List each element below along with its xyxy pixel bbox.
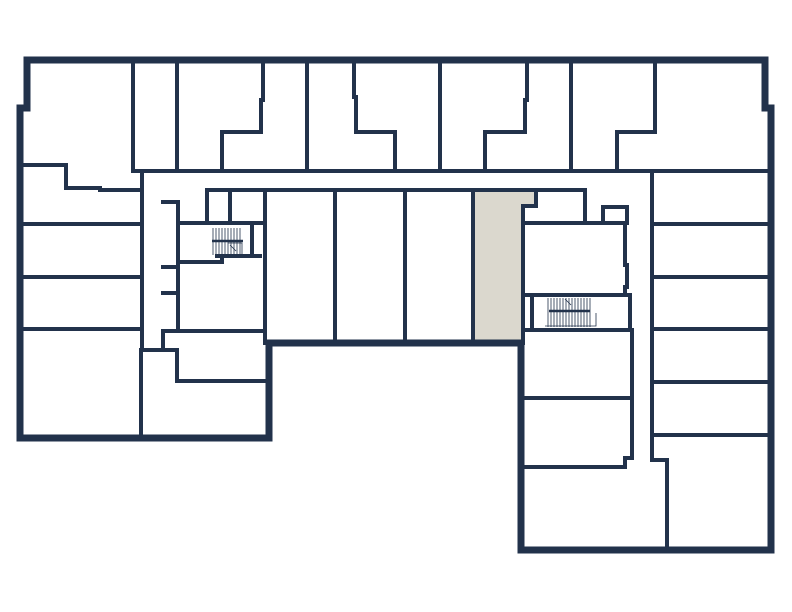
east-wing-walls — [650, 169, 770, 550]
stair-east — [545, 298, 597, 327]
east-core-walls — [521, 205, 634, 469]
central-unit-walls — [333, 188, 538, 345]
stair-arrow-icon — [229, 244, 237, 252]
stair-west — [212, 228, 243, 256]
north-unit-walls — [131, 60, 657, 173]
stair-arrow-icon — [564, 298, 572, 306]
highlighted-unit[interactable] — [474, 191, 536, 340]
